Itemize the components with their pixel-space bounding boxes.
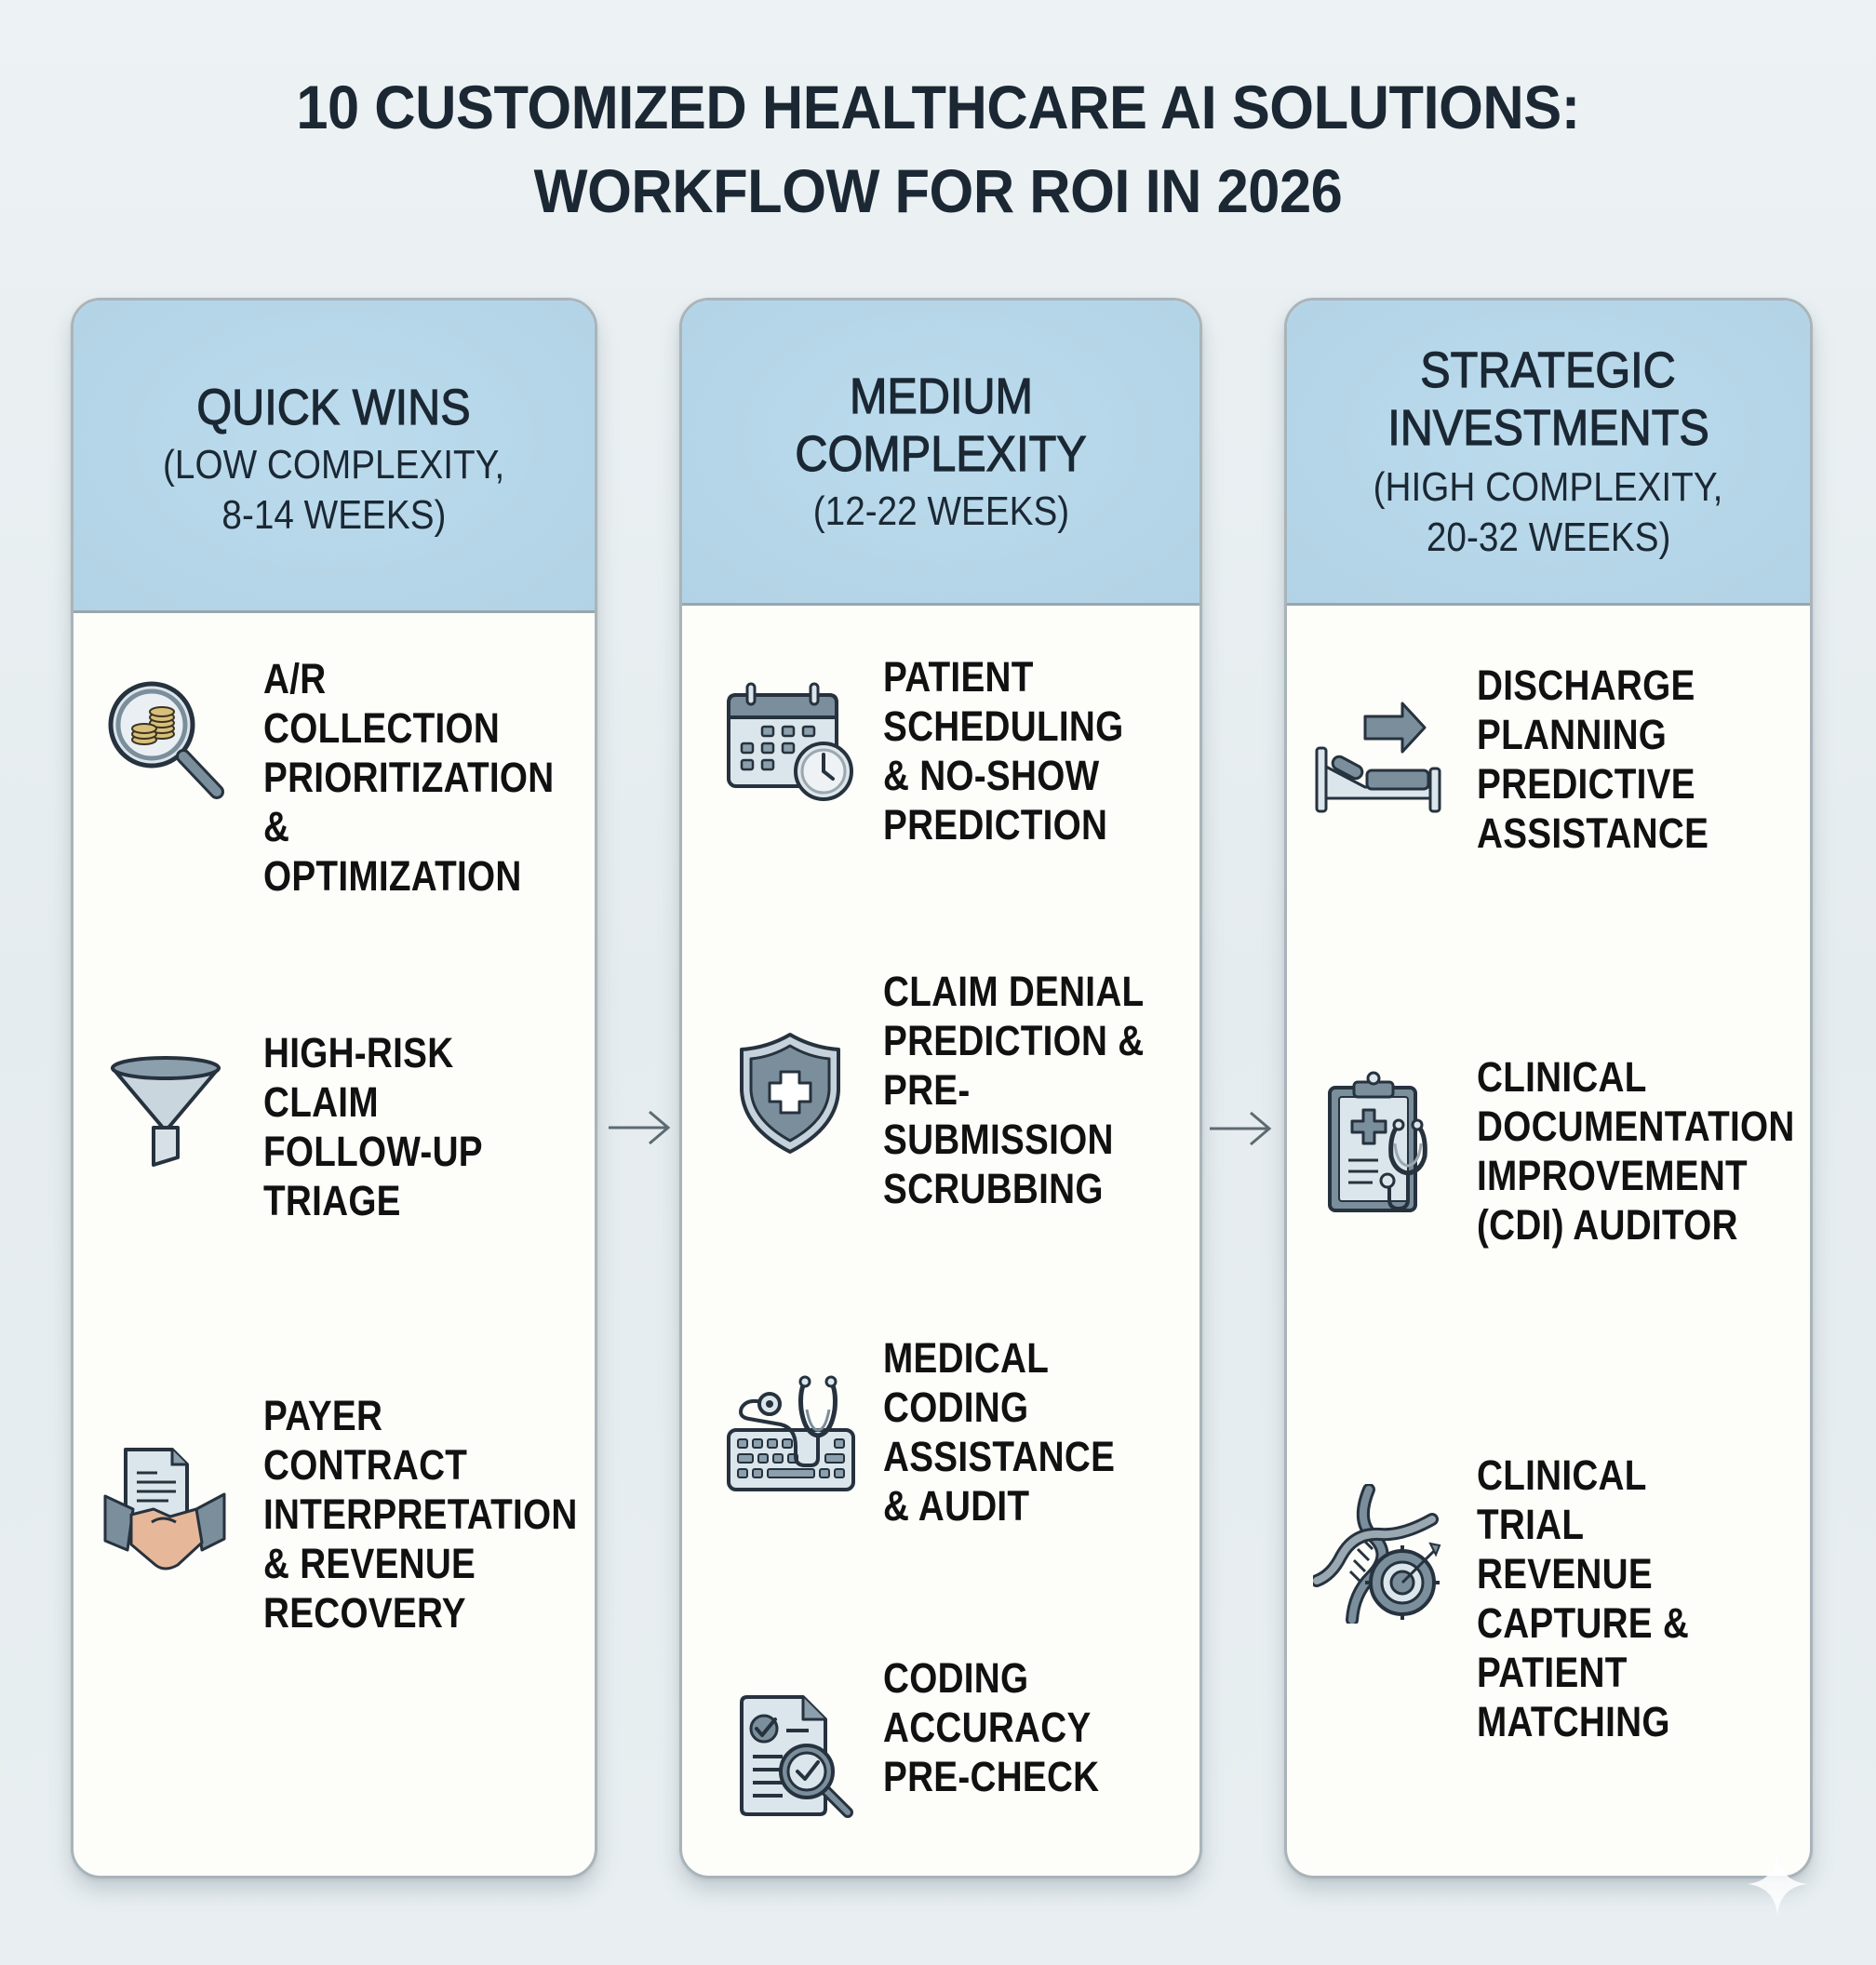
column-title: INVESTMENTS xyxy=(1387,399,1710,456)
item-label: CLAIM DENIAL PREDICTION & PRE- SUBMISSIO… xyxy=(883,968,1145,1212)
column-title: COMPLEXITY xyxy=(795,425,1087,482)
item-label: CLINICAL TRIAL REVENUE CAPTURE & PATIENT… xyxy=(1477,1451,1690,1745)
contract-handshake-icon xyxy=(103,1440,226,1580)
column-title: MEDIUM xyxy=(849,368,1033,424)
column-header: QUICK WINS (LOW COMPLEXITY, 8-14 WEEKS) xyxy=(74,301,595,613)
column-strategic-investments: STRATEGIC INVESTMENTS (HIGH COMPLEXITY, … xyxy=(1284,298,1813,1878)
item-label: PAYER CONTRACT INTERPRETATION & REVENUE … xyxy=(263,1392,578,1637)
document-check-magnifier-icon xyxy=(736,1693,857,1820)
column-title: STRATEGIC xyxy=(1420,341,1677,398)
column-header: STRATEGIC INVESTMENTS (HIGH COMPLEXITY, … xyxy=(1287,301,1810,606)
column-medium-complexity: MEDIUM COMPLEXITY (12-22 WEEKS) xyxy=(679,298,1202,1878)
column-subtitle: (HIGH COMPLEXITY, xyxy=(1374,463,1723,510)
item-label: CODING ACCURACY PRE-CHECK xyxy=(883,1654,1100,1800)
arrow-right-icon xyxy=(607,1109,672,1146)
hospital-bed-arrow-icon xyxy=(1313,696,1445,813)
clipboard-stethoscope-icon xyxy=(1324,1069,1432,1216)
column-subtitle: 20-32 WEEKS) xyxy=(1426,514,1671,560)
column-quick-wins: QUICK WINS (LOW COMPLEXITY, 8-14 WEEKS) xyxy=(71,298,597,1878)
funnel-icon xyxy=(107,1049,224,1167)
item-label: PATIENT SCHEDULING & NO-SHOW PREDICTION xyxy=(883,653,1124,849)
item-label: CLINICAL DOCUMENTATION IMPROVEMENT (CDI)… xyxy=(1477,1053,1795,1249)
column-subtitle: (LOW COMPLEXITY, xyxy=(163,441,505,488)
item-label: HIGH-RISK CLAIM FOLLOW-UP TRIAGE xyxy=(263,1029,483,1224)
column-subtitle: (12-22 WEEKS) xyxy=(812,488,1069,534)
item-label: DISCHARGE PLANNING PREDICTIVE ASSISTANCE xyxy=(1477,662,1709,857)
magnifier-coins-icon xyxy=(100,673,230,803)
column-header: MEDIUM COMPLEXITY (12-22 WEEKS) xyxy=(682,301,1199,606)
item-label: MEDICAL CODING ASSISTANCE & AUDIT xyxy=(883,1334,1116,1530)
sparkle-watermark-icon xyxy=(1745,1851,1810,1917)
item-label: A/R COLLECTION PRIORITIZATION & OPTIMIZA… xyxy=(263,655,555,900)
column-title: QUICK WINS xyxy=(196,379,472,435)
dna-target-icon xyxy=(1313,1484,1449,1624)
shield-medical-cross-icon xyxy=(736,1031,844,1156)
column-subtitle: 8-14 WEEKS) xyxy=(221,491,447,538)
title-line-1: 10 CUSTOMIZED HEALTHCARE AI SOLUTIONS: xyxy=(296,73,1580,141)
title-line-2: WORKFLOW FOR ROI IN 2026 xyxy=(533,156,1343,225)
calendar-clock-icon xyxy=(725,682,855,803)
arrow-right-icon xyxy=(1208,1110,1273,1147)
keyboard-stethoscope-icon xyxy=(725,1372,857,1493)
page-title: 10 CUSTOMIZED HEALTHCARE AI SOLUTIONS: W… xyxy=(66,65,1811,233)
